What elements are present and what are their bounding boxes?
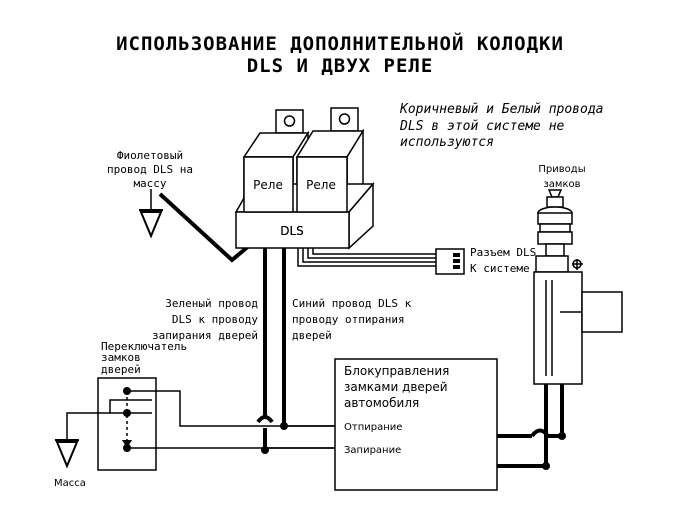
door-lock-actuator xyxy=(533,189,623,385)
blue-wire-label-2: проводу отпирания xyxy=(292,313,405,326)
actuators-label-1: Приводы xyxy=(538,164,585,175)
control-unit-label-3: автомобиля xyxy=(344,396,419,410)
control-unit-label-1: Блокуправления xyxy=(344,364,449,378)
control-unit-input-wires xyxy=(265,425,335,449)
ground-symbol-bottom xyxy=(55,439,79,469)
green-wire-label-1: Зеленый провод xyxy=(165,297,258,310)
note-line-2: DLS в этой системе не xyxy=(399,119,565,134)
dls-harness-wires xyxy=(297,248,436,267)
connector-label-1: Разъем DLS xyxy=(470,246,536,259)
switch-label-3: дверей xyxy=(101,363,141,376)
title-line-1: ИСПОЛЬЗОВАНИЕ ДОПОЛНИТЕЛЬНОЙ КОЛОДКИ xyxy=(116,32,564,55)
dls-connector xyxy=(435,248,465,275)
dls-text: DLS xyxy=(280,224,304,238)
lock-terminal-label: Запирание xyxy=(344,445,401,456)
green-wire xyxy=(256,248,274,450)
switch-ground-wire xyxy=(109,399,152,413)
ground-symbol-top xyxy=(139,189,163,239)
junction-actuator-unlock xyxy=(558,432,566,440)
switch-label-2: замков xyxy=(101,351,141,364)
door-lock-switch xyxy=(97,377,157,471)
violet-wire-label-3: массу xyxy=(133,177,166,190)
green-wire-label-2: DLS к проводу xyxy=(172,313,258,326)
green-wire-label-3: запирания дверей xyxy=(152,329,258,342)
note-line-1: Коричневый и Белый провода xyxy=(399,102,604,117)
relay-right-front xyxy=(296,156,348,213)
blue-wire-label-1: Синий провод DLS к xyxy=(292,297,412,310)
relay-left-front xyxy=(243,156,294,213)
violet-wire-label-2: провод DLS на xyxy=(107,163,193,176)
connector-label-2: К системе xyxy=(470,262,530,275)
control-unit-label-2: замками дверей xyxy=(344,380,448,394)
junction-lock xyxy=(261,446,269,454)
actuators-label-2: замков xyxy=(543,179,580,190)
relay-right-terminal xyxy=(330,107,359,132)
ground-label: Масса xyxy=(54,478,86,489)
violet-wire-label-1: Фиолетовый xyxy=(117,149,183,162)
blue-wire-label-3: дверей xyxy=(292,329,332,342)
title-line-2: DLS И ДВУХ РЕЛЕ xyxy=(247,55,434,77)
switch-label-1: Переключатель xyxy=(101,340,187,353)
relay-left-terminal xyxy=(275,109,304,134)
note-line-3: используются xyxy=(400,135,494,150)
violet-wire xyxy=(158,192,252,263)
relay-right-text: Реле xyxy=(306,178,336,192)
actuator-wires xyxy=(497,384,564,468)
control-unit xyxy=(334,358,498,491)
unlock-terminal-label: Отпирание xyxy=(344,422,402,433)
junction-actuator-lock xyxy=(542,462,550,470)
dls-module-label: DLS xyxy=(280,224,304,238)
relay-left-text: Реле xyxy=(253,178,283,192)
